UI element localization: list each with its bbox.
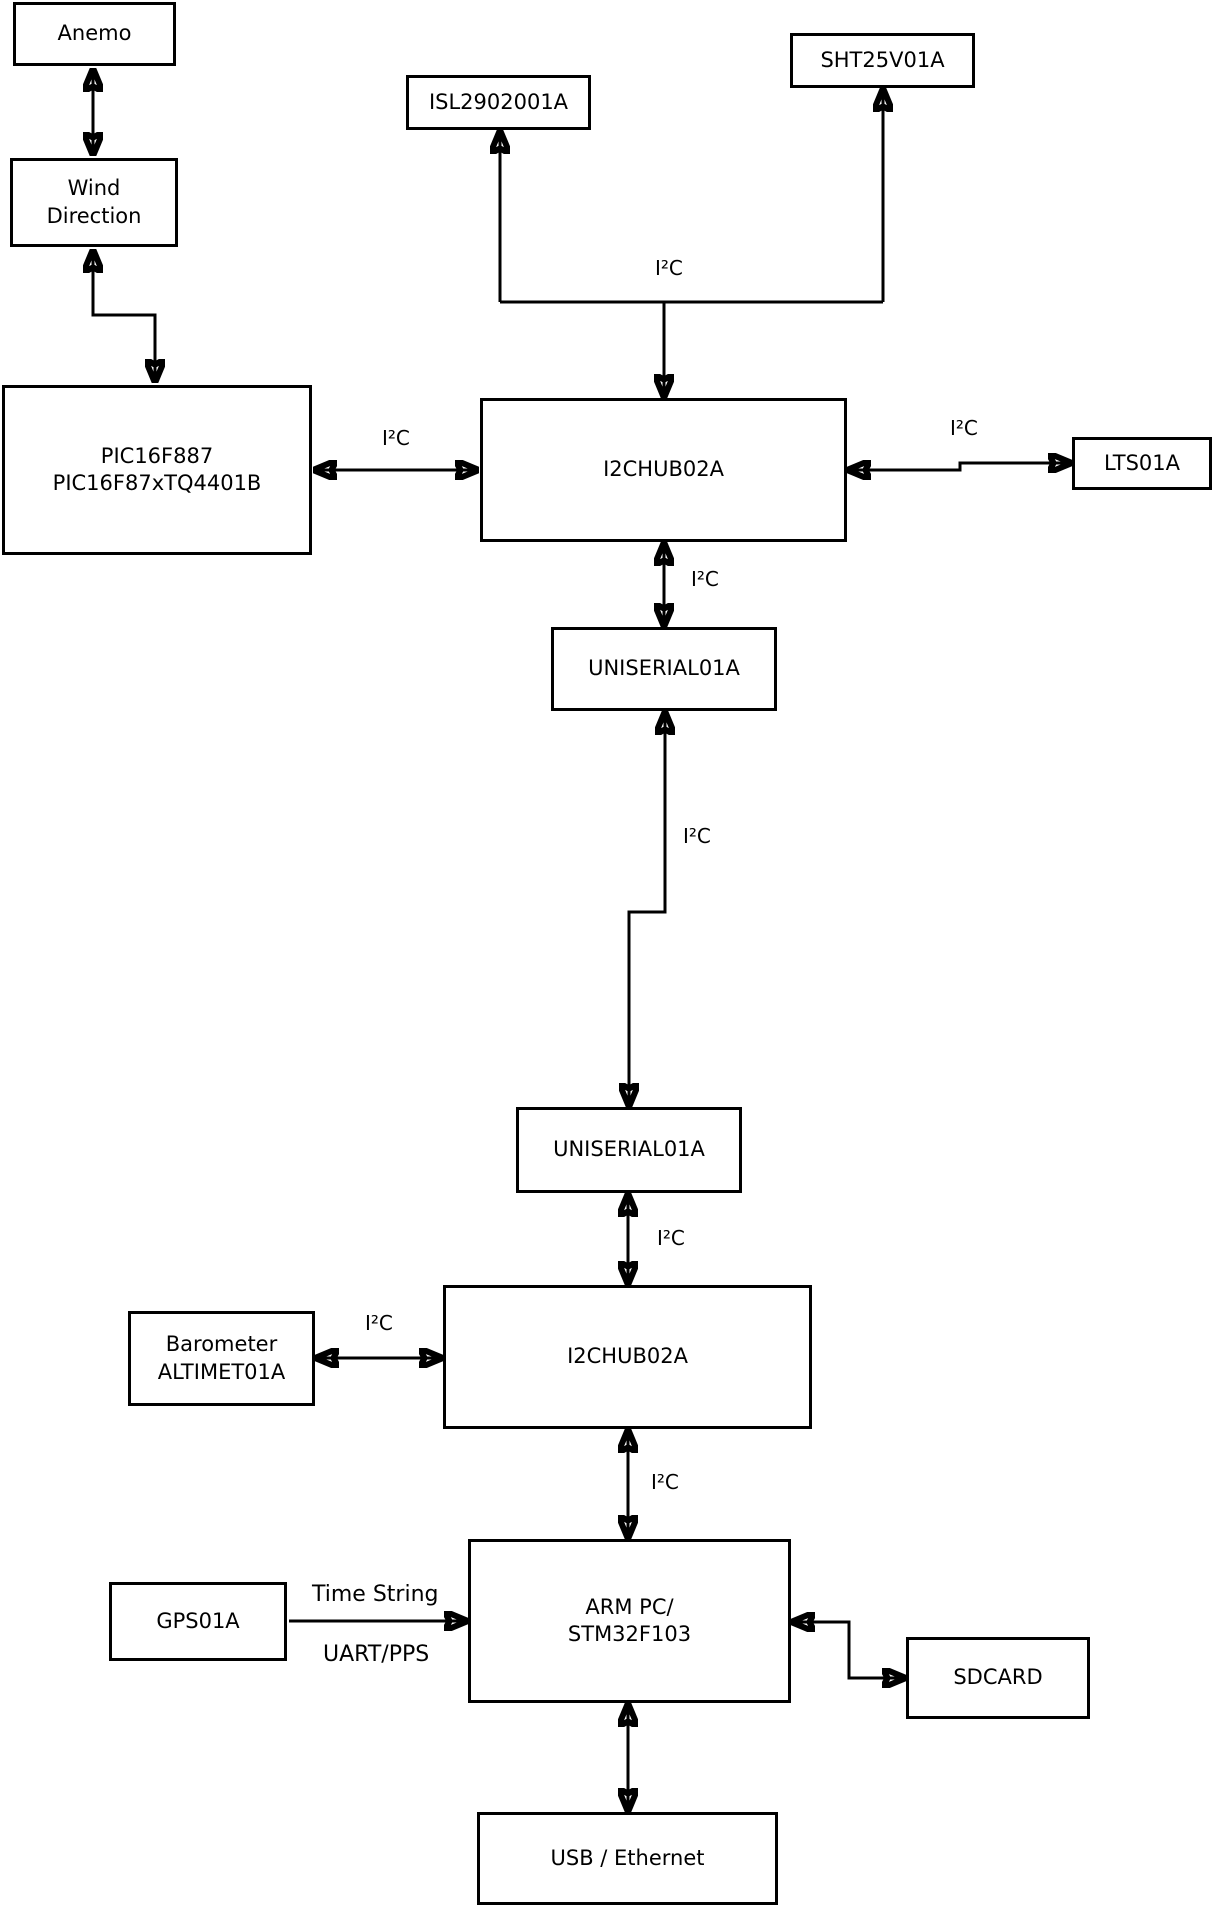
node-uniserial01a-top: UNISERIAL01A — [551, 627, 777, 711]
node-i2chub02a-bottom: I2CHUB02A — [443, 1285, 812, 1429]
edge-label-i2c-uniserial-link: I²C — [683, 824, 711, 848]
node-pic16f887: PIC16F887 PIC16F87xTQ4401B — [2, 385, 312, 555]
node-anemo: Anemo — [13, 2, 176, 66]
connector-arm-sdcard — [793, 1622, 904, 1678]
edge-label-i2c-pic-hub: I²C — [382, 426, 410, 450]
edge-label-i2c-barometer-hub2: I²C — [365, 1311, 393, 1335]
node-gps01a: GPS01A — [109, 1582, 287, 1661]
node-barometer-altimet01a: Barometer ALTIMET01A — [128, 1311, 315, 1406]
node-sht25v01a: SHT25V01A — [790, 33, 975, 88]
edge-label-i2c-hub-uniserial: I²C — [691, 567, 719, 591]
node-uniserial01a-bottom: UNISERIAL01A — [516, 1107, 742, 1193]
edge-label-i2c-hub-lts: I²C — [950, 416, 978, 440]
connector-wind-pic — [93, 251, 155, 381]
edge-label-time-string: Time String — [312, 1582, 439, 1607]
node-sdcard: SDCARD — [906, 1637, 1090, 1719]
node-isl2902001a: ISL2902001A — [406, 75, 591, 130]
edge-label-i2c-top-bus: I²C — [655, 256, 683, 280]
node-i2chub02a-top: I2CHUB02A — [480, 398, 847, 542]
edge-label-uart-pps: UART/PPS — [323, 1642, 430, 1667]
connector-hub1-lts — [849, 463, 1070, 470]
node-usb-ethernet: USB / Ethernet — [477, 1812, 778, 1905]
node-arm-pc-stm32f103: ARM PC/ STM32F103 — [468, 1539, 791, 1703]
edge-label-i2c-uniserial-hub2: I²C — [657, 1226, 685, 1250]
connector-uni1-uni2 — [629, 713, 665, 1105]
edge-label-i2c-hub2-arm: I²C — [651, 1470, 679, 1494]
node-wind-direction: Wind Direction — [10, 158, 178, 247]
node-lts01a: LTS01A — [1072, 437, 1212, 490]
